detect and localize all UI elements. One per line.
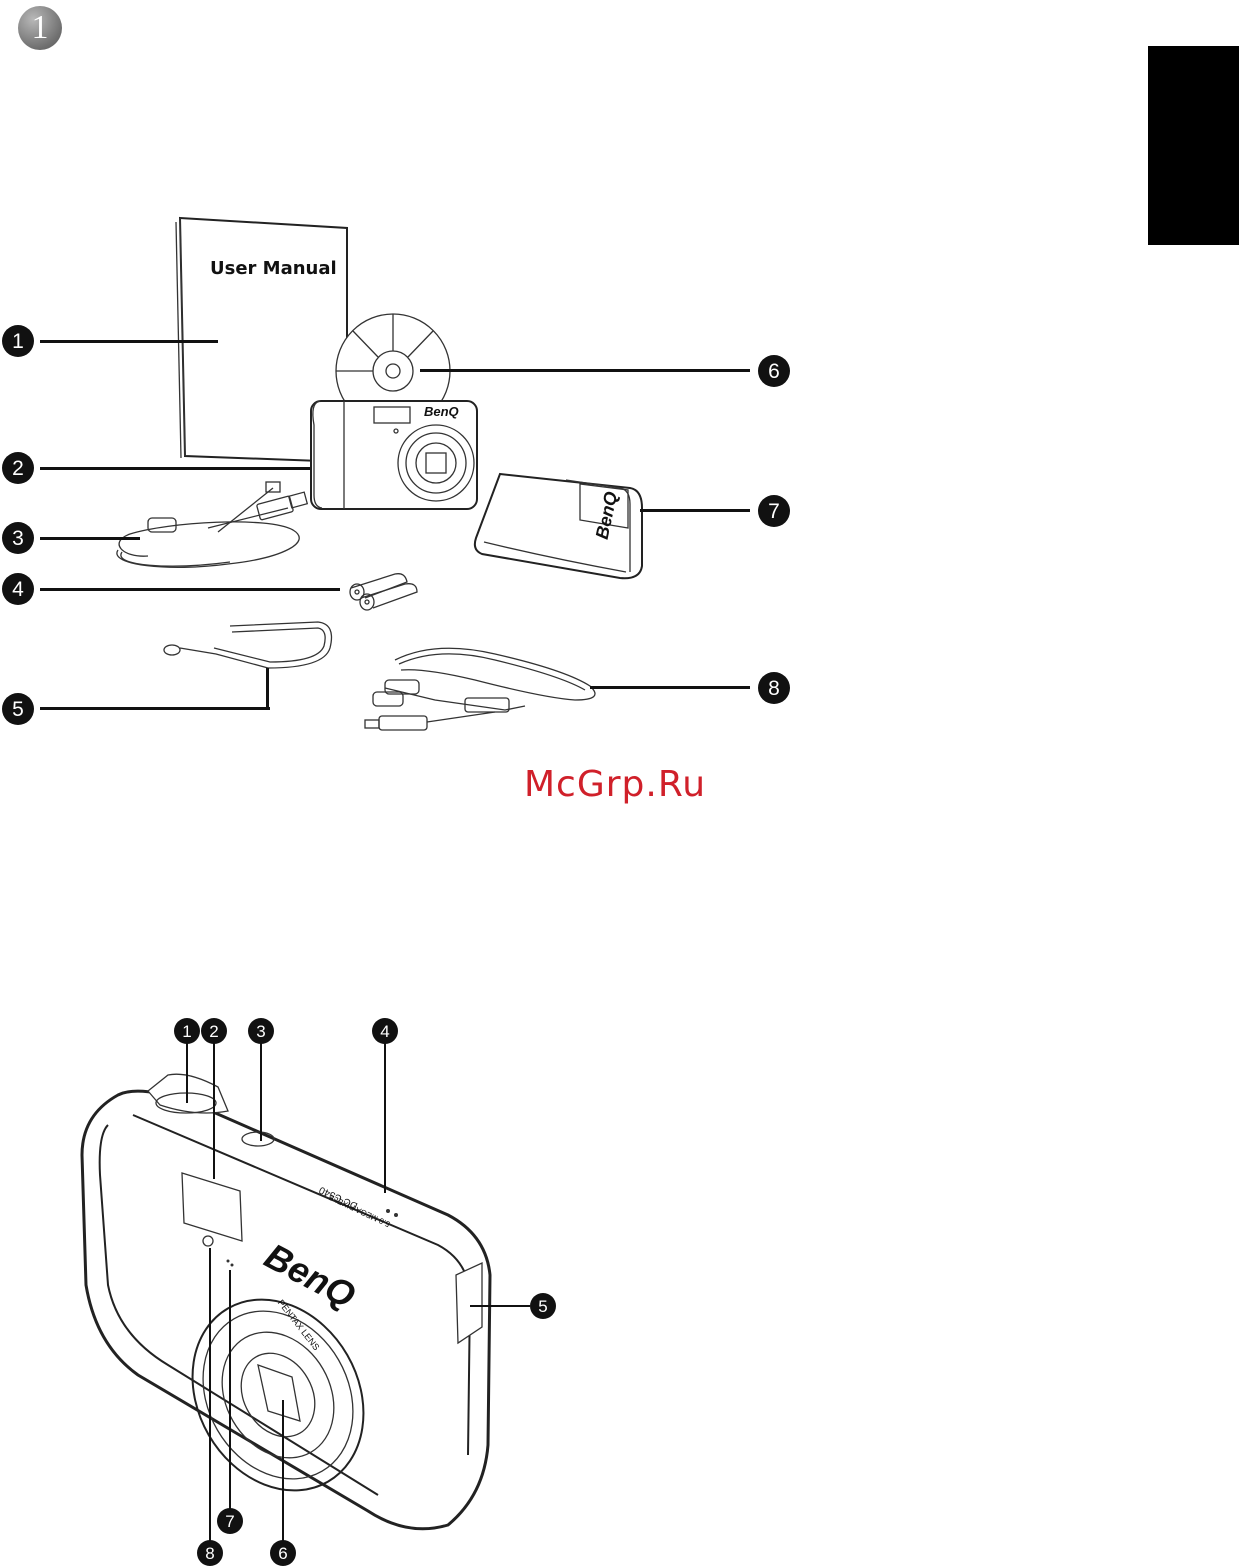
front-leader-8 [209,1248,211,1542]
front-leader-4 [384,1043,386,1193]
front-callout-6: 6 [270,1540,296,1566]
front-leader-2 [213,1043,215,1179]
package-callout-2: 2 [2,452,34,484]
front-leader-6 [282,1400,284,1542]
package-callout-7: 7 [758,495,790,527]
front-leader-5 [470,1305,530,1307]
batteries-drawing [345,568,420,610]
camera-pouch-drawing [470,468,650,583]
leader-line-5-v [266,668,269,710]
front-callout-4: 4 [372,1018,398,1044]
front-callout-2: 2 [201,1018,227,1044]
chapter-number-badge: 1 [18,6,62,50]
package-callout-3: 3 [2,522,34,554]
front-leader-7 [229,1270,231,1510]
package-callout-1: 1 [2,325,34,357]
usb-cable-drawing [108,480,313,575]
package-callout-5: 5 [2,693,34,725]
package-callout-6: 6 [758,355,790,387]
package-callout-4: 4 [2,573,34,605]
front-callout-5: 5 [530,1293,556,1319]
leader-line-7 [640,509,750,512]
front-callout-8: 8 [197,1540,223,1566]
camera-front-drawing [78,1065,498,1535]
leader-line-4 [40,588,340,591]
package-callout-8: 8 [758,672,790,704]
front-callout-1: 1 [174,1018,200,1044]
user-manual-title: User Manual [210,258,337,279]
leader-line-6 [420,369,750,372]
front-callout-7: 7 [217,1508,243,1534]
camera-brand-logo: BenQ [424,404,459,419]
leader-line-3 [40,537,140,540]
watermark-text: McGrp.Ru [524,764,706,805]
leader-line-5-h [40,707,270,710]
front-leader-1 [186,1043,188,1103]
leader-line-2 [40,467,310,470]
front-callout-3: 3 [248,1018,274,1044]
front-leader-3 [260,1043,262,1141]
av-cable-drawing [355,640,605,740]
language-side-tab [1148,46,1239,245]
leader-line-1 [40,340,218,343]
wrist-strap-drawing [158,618,338,680]
leader-line-8 [590,686,750,689]
